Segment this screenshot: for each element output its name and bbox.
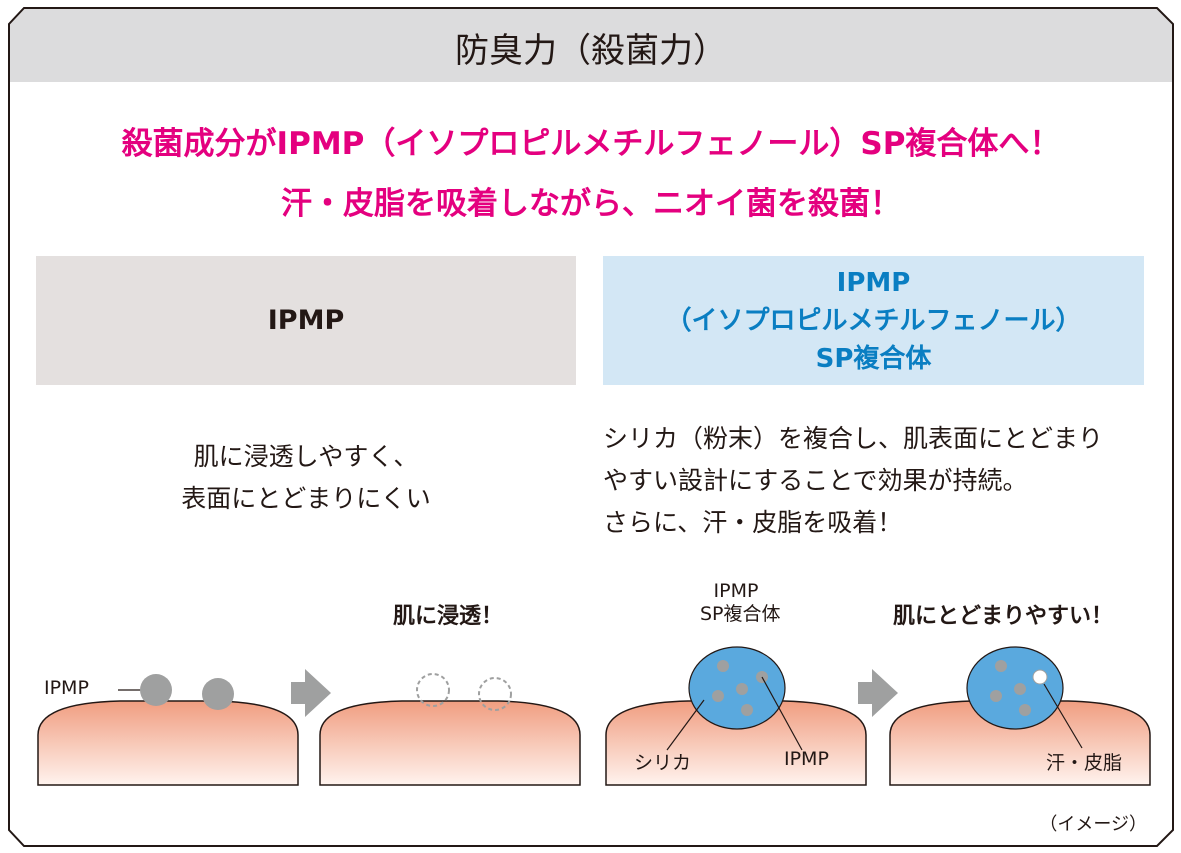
ipmp-description-line-1: 肌に浸透しやすく、 [193, 442, 419, 471]
ipmp-dot [741, 704, 753, 716]
ipmp-dot [736, 683, 748, 695]
image-note: （イメージ） [1039, 814, 1147, 835]
sp-description-line-2: やすい設計にすることで効果が持続。 [603, 466, 1028, 495]
silica-label: シリカ [634, 752, 692, 774]
ipmp-dot [712, 690, 724, 702]
ipmp-heading: IPMP [267, 305, 345, 336]
sp-description-line-3: さらに、汗・皮脂を吸着！ [603, 508, 903, 537]
ipmp-leader-line-2 [761, 676, 803, 751]
sp-heading-line-1: IPMP [836, 267, 911, 298]
ipmp-dot [717, 660, 729, 672]
headline-line-2: 汗・皮脂を吸着しながら、ニオイ菌を殺菌！ [281, 186, 901, 222]
sp-complex-heading-panel: IPMP （イソプロピルメチルフェノール） SP複合体 [603, 256, 1144, 385]
sebum-leader-line [1043, 683, 1083, 749]
ipmp-description: 肌に浸透しやすく、 表面にとどまりにくい [36, 436, 576, 520]
ipmp-particle [140, 674, 172, 706]
penetrated-particle-outline [478, 677, 512, 711]
sp-heading-line-2: （イソプロピルメチルフェノール） [665, 305, 1082, 336]
skin-mound-2 [319, 700, 581, 786]
skin-mound-1 [37, 700, 299, 786]
sp-heading-line-3: SP複合体 [815, 343, 932, 374]
skin-mound-4 [889, 700, 1151, 786]
sp-description-line-1: シリカ（粉末）を複合し、肌表面にとどまり [603, 424, 1104, 453]
step-label-stays: 肌にとどまりやすい！ [893, 604, 1114, 629]
headline-line-1: 殺菌成分がIPMP（イソプロピルメチルフェノール）SP複合体へ！ [121, 126, 1061, 162]
arrow-right-icon [291, 669, 331, 717]
sebum-label: 汗・皮脂 [1046, 752, 1123, 774]
sp-complex-label-line-1: IPMP [713, 580, 759, 602]
sp-complex-description: シリカ（粉末）を複合し、肌表面にとどまり やすい設計にすることで効果が持続。 さ… [603, 418, 1163, 544]
ipmp-description-line-2: 表面にとどまりにくい [181, 484, 431, 513]
penetrated-particle-outline [416, 673, 450, 707]
arrow-right-icon [858, 669, 898, 717]
silica-leader-line [666, 699, 705, 751]
ipmp-dot [1019, 704, 1031, 716]
step-label-penetrates: 肌に浸透！ [393, 604, 504, 629]
ipmp-dot [990, 690, 1002, 702]
page-title: 防臭力（殺菌力） [455, 30, 727, 71]
title-band [9, 8, 1173, 82]
ipmp-particle [202, 678, 234, 710]
outer-border [8, 7, 1174, 847]
skin-mound-3 [605, 700, 867, 786]
ipmp-particle-label: IPMP [44, 677, 89, 699]
sebum-droplet [1032, 669, 1048, 685]
sp-complex-label-line-2: SP複合体 [700, 603, 781, 625]
ipmp-heading-panel: IPMP [36, 256, 576, 385]
sp-complex-label: IPMP SP複合体 [700, 580, 781, 626]
ipmp-dot [995, 660, 1007, 672]
ipmp-inner-label: IPMP [784, 748, 829, 770]
ipmp-dot [1014, 683, 1026, 695]
